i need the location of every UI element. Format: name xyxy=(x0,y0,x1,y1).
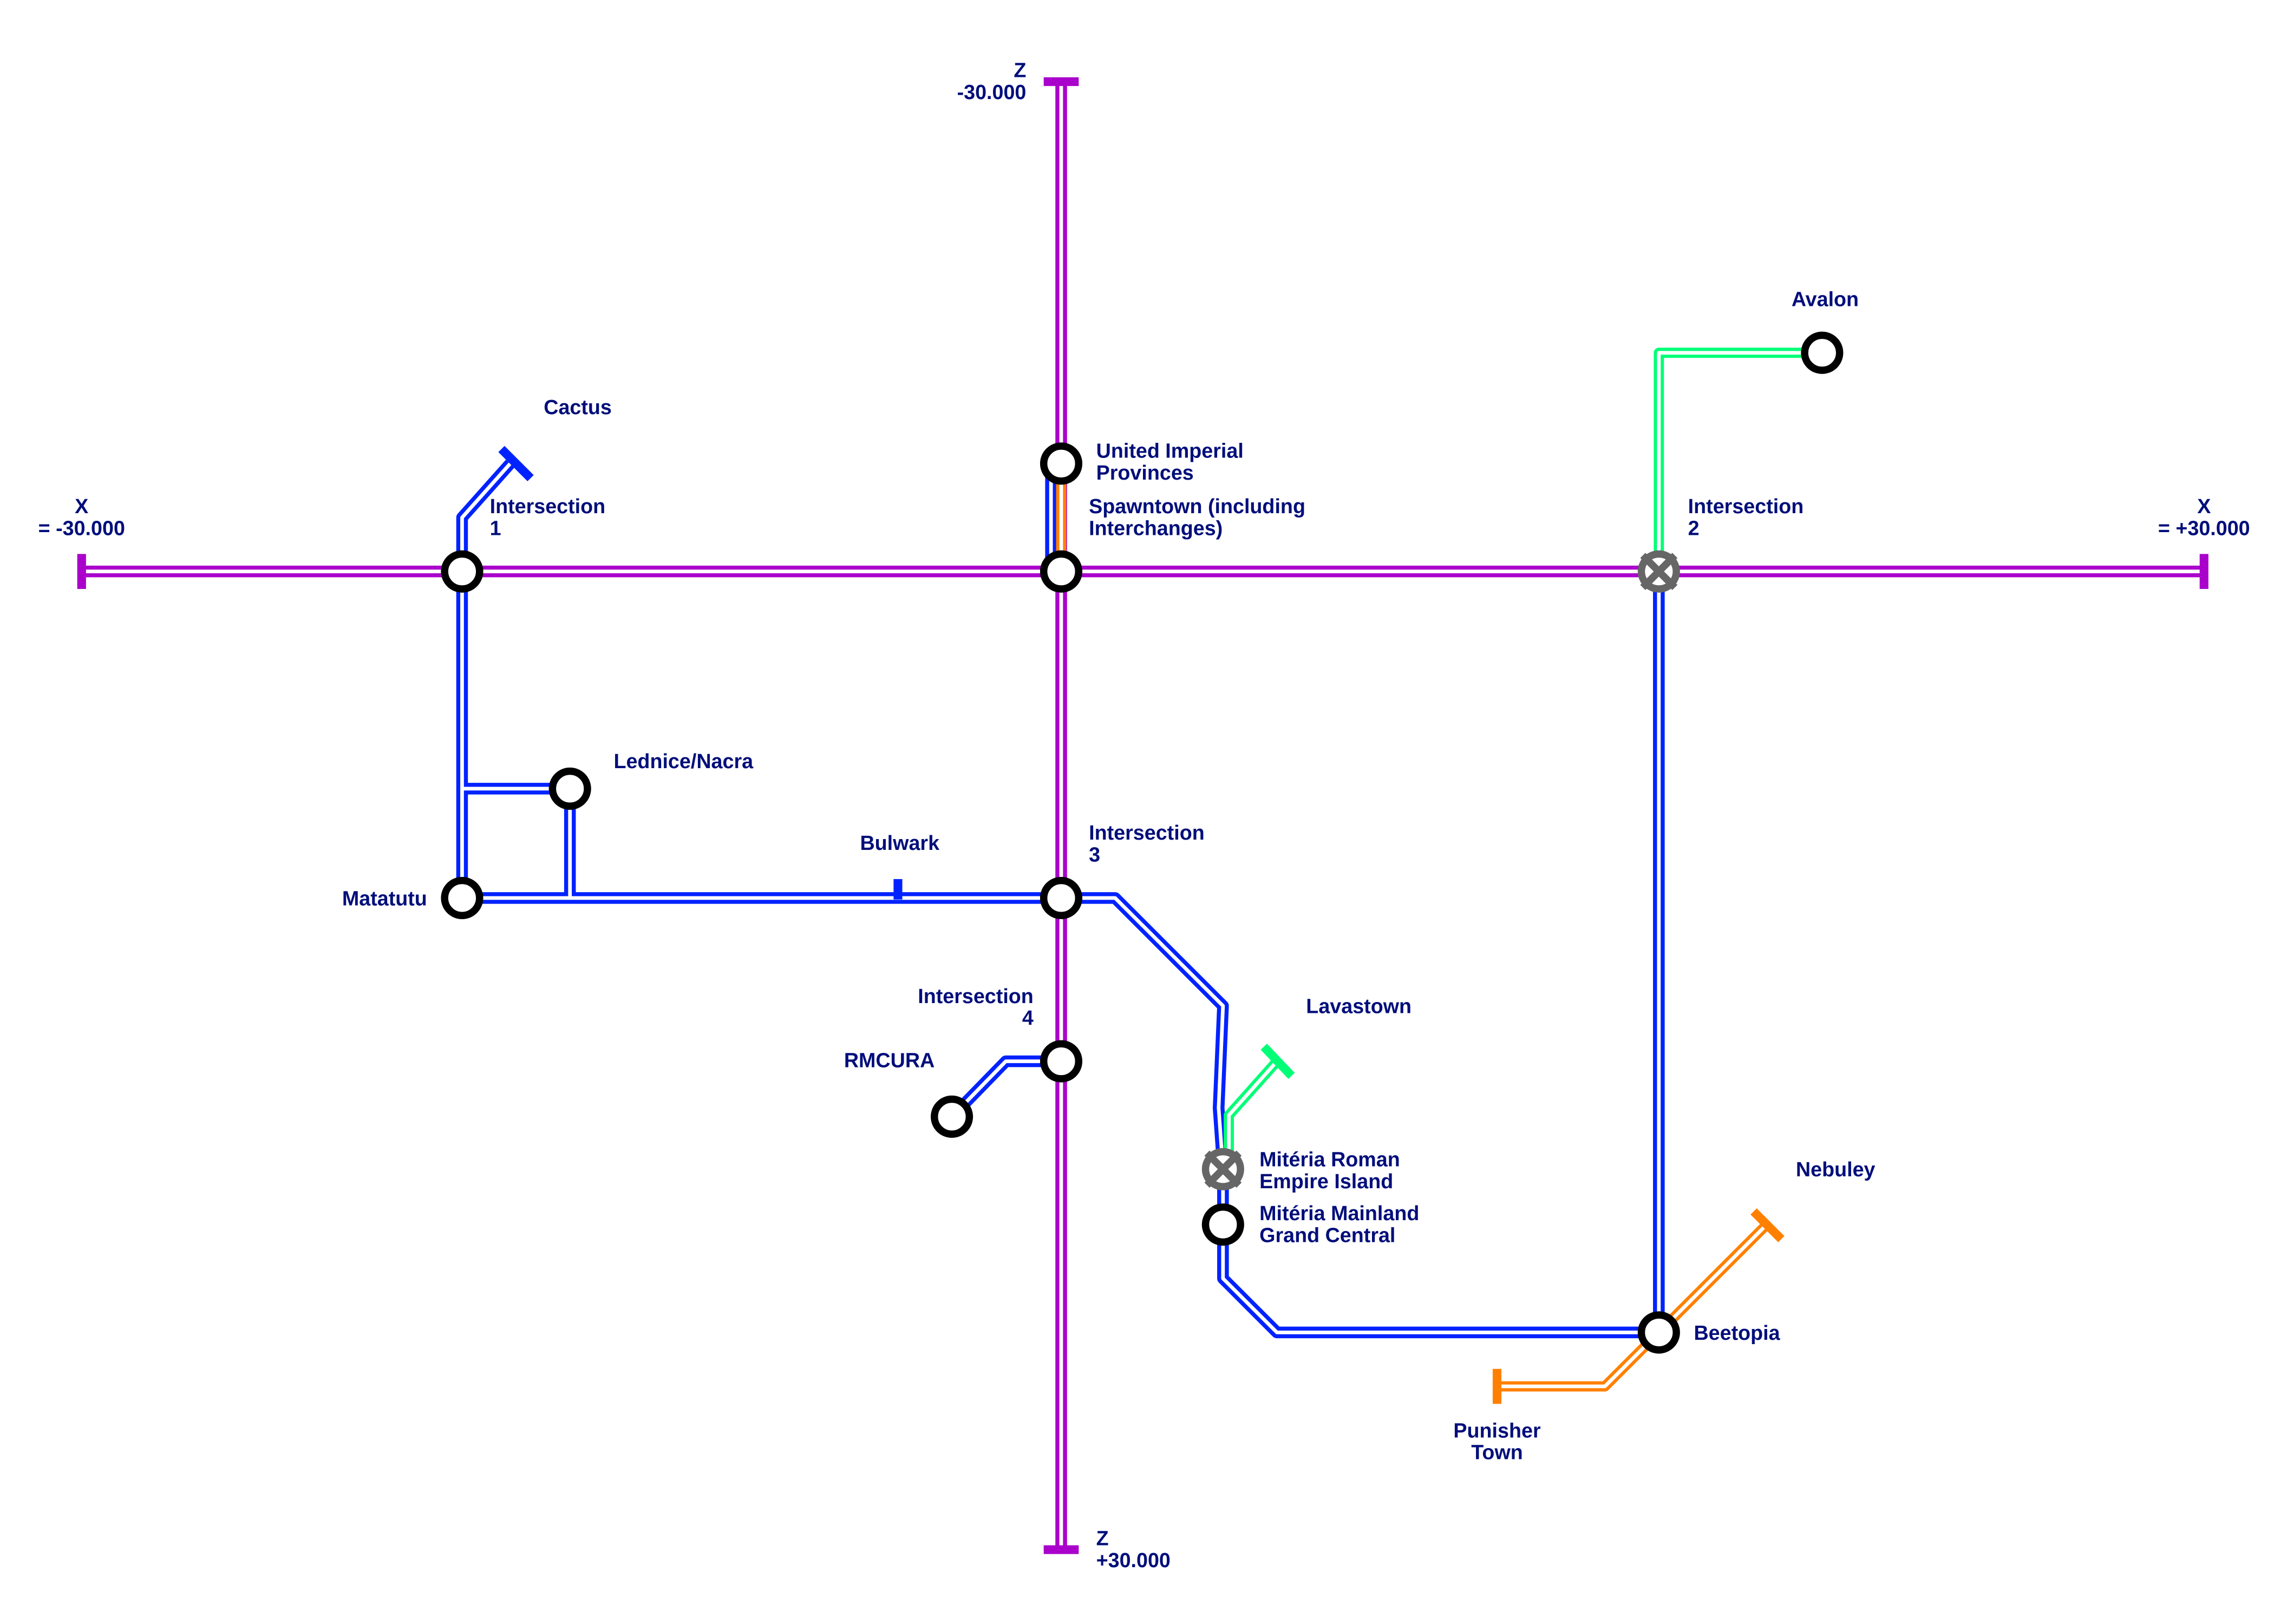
axis-lines xyxy=(77,77,2208,1554)
station-miteria-mainland[interactable] xyxy=(1201,1203,1244,1246)
station-spawntown[interactable] xyxy=(1040,550,1083,593)
nebuley-terminus-cap xyxy=(1750,1208,1785,1242)
z-max-cap xyxy=(1043,1545,1079,1554)
label-rmcura: RMCURA xyxy=(844,1049,935,1071)
station-beetopia[interactable] xyxy=(1637,1311,1680,1354)
label-lavastown: Lavastown xyxy=(1306,995,1412,1018)
label-avalon: Avalon xyxy=(1792,288,1859,311)
station-intersection-3[interactable] xyxy=(1040,876,1083,919)
label-lednice: Lednice/Nacra xyxy=(613,750,754,772)
labels: X= -30.000 X= +30.000 Z-30.000 Z+30.000 … xyxy=(38,59,2250,1571)
bulwark-marker xyxy=(893,879,903,900)
label-nebuley: Nebuley xyxy=(1796,1158,1876,1181)
label-cactus: Cactus xyxy=(544,396,612,418)
station-rmcura[interactable] xyxy=(931,1095,973,1138)
x-min-label: X= -30.000 xyxy=(38,495,125,539)
station-lednice[interactable] xyxy=(548,767,591,810)
orange-lines xyxy=(1056,463,1785,1404)
station-intersection-4[interactable] xyxy=(1040,1040,1083,1083)
x-max-label: X= +30.000 xyxy=(2158,495,2250,539)
z-min-cap xyxy=(1043,77,1079,86)
z-min-label: Z-30.000 xyxy=(957,59,1027,103)
x-min-cap xyxy=(77,554,86,589)
green-line xyxy=(1224,348,1822,1169)
lavastown-terminus-cap xyxy=(1260,1044,1295,1079)
interchange-icon-miteria-roman[interactable] xyxy=(1201,1148,1244,1190)
interchange-icon-intersection-2[interactable] xyxy=(1637,550,1680,593)
stations xyxy=(441,331,1844,1354)
punisher-terminus-cap xyxy=(1492,1368,1502,1404)
station-united-imperial[interactable] xyxy=(1040,442,1083,485)
station-avalon[interactable] xyxy=(1801,331,1844,374)
station-intersection-1[interactable] xyxy=(441,550,483,593)
station-matatutu[interactable] xyxy=(441,876,483,919)
x-max-cap xyxy=(2199,554,2208,589)
z-max-label: Z+30.000 xyxy=(1096,1527,1171,1571)
label-matatutu: Matatutu xyxy=(342,887,427,909)
label-bulwark: Bulwark xyxy=(860,831,939,854)
label-beetopia: Beetopia xyxy=(1694,1321,1780,1344)
cactus-terminus-cap xyxy=(498,446,534,482)
green-lines xyxy=(1224,348,1822,1169)
